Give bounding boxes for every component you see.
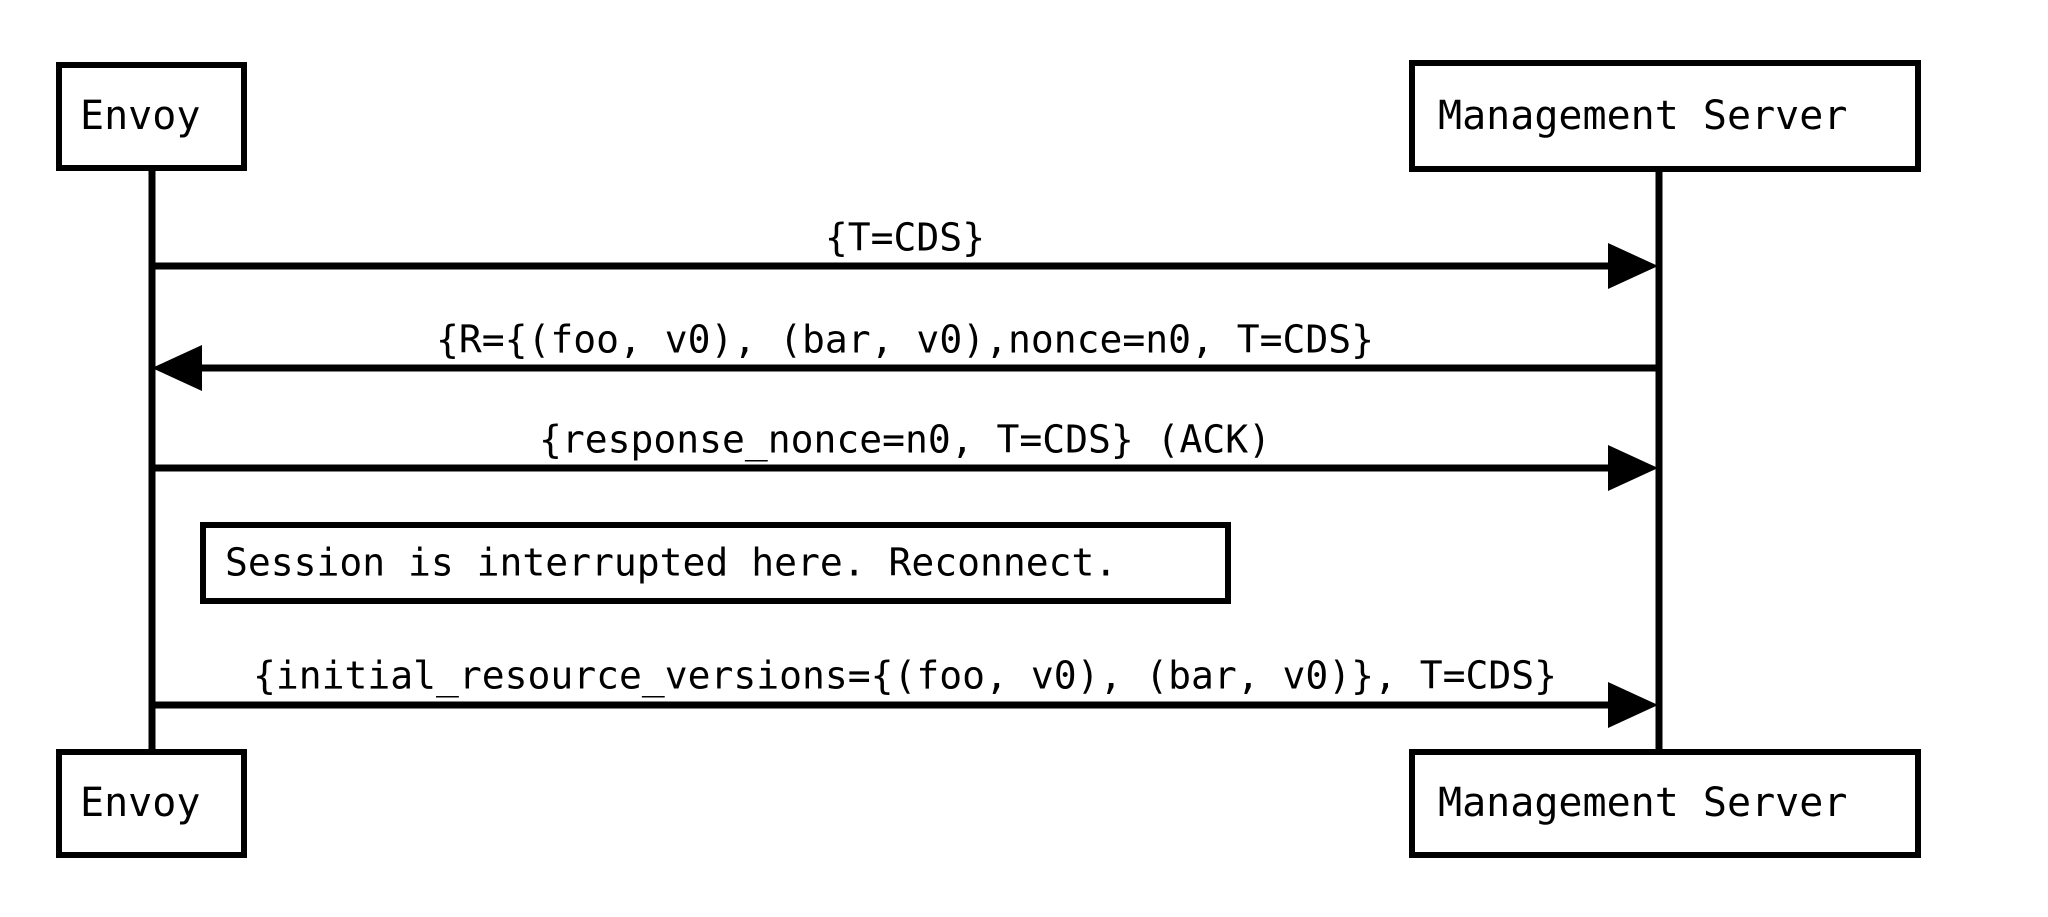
note-1-rect: [200, 522, 1231, 604]
participant-label-management-server-bottom: Management Server: [1438, 780, 1847, 826]
participant-box-management-server-bottom-rect: [1409, 749, 1921, 858]
participant-label-envoy-top: Envoy: [80, 93, 200, 139]
message-1[interactable]: {T=CDS}: [152, 216, 1658, 290]
message-3-label: {response_nonce=n0, T=CDS} (ACK): [539, 418, 1271, 463]
participant-box-envoy-bottom-rect: [56, 749, 247, 858]
message-1-label: {T=CDS}: [825, 216, 985, 260]
participant-box-envoy-bottom[interactable]: Envoy: [56, 749, 247, 858]
note-1-label: Session is interrupted here. Reconnect.: [225, 541, 1117, 585]
message-2-label: {R={(foo, v0), (bar, v0),nonce=n0, T=CDS…: [436, 318, 1374, 362]
message-4-arrowhead: [1608, 682, 1658, 728]
participant-label-envoy-bottom: Envoy: [80, 780, 200, 826]
message-3-arrowhead: [1608, 445, 1658, 491]
message-4-label: {initial_resource_versions={(foo, v0), (…: [253, 654, 1557, 699]
message-4[interactable]: {initial_resource_versions={(foo, v0), (…: [152, 654, 1658, 729]
message-2-arrowhead: [152, 345, 202, 391]
message-1-arrowhead: [1608, 243, 1658, 289]
participant-box-management-server-top-rect: [1409, 60, 1921, 172]
participant-box-management-server-bottom[interactable]: Management Server: [1409, 749, 1921, 858]
participant-label-management-server-top: Management Server: [1438, 93, 1847, 139]
participant-box-management-server-top[interactable]: Management Server: [1409, 60, 1921, 172]
participant-box-envoy-top-rect: [56, 62, 247, 171]
participant-box-envoy-top[interactable]: Envoy: [56, 62, 247, 171]
message-2[interactable]: {R={(foo, v0), (bar, v0),nonce=n0, T=CDS…: [152, 318, 1659, 392]
message-3[interactable]: {response_nonce=n0, T=CDS} (ACK): [152, 418, 1658, 492]
note-1[interactable]: Session is interrupted here. Reconnect.: [200, 522, 1231, 604]
